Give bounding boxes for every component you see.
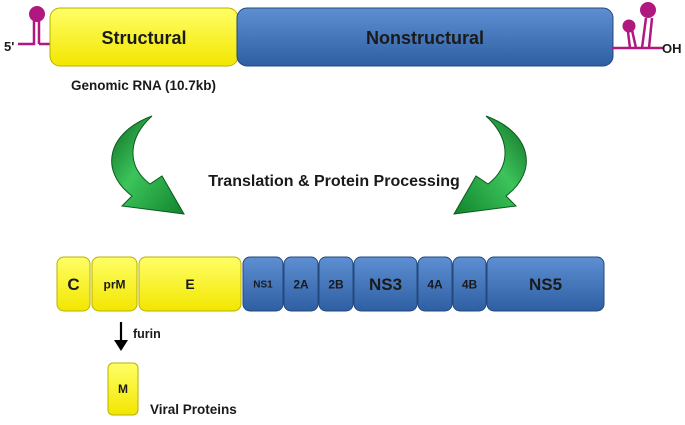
left-curved-arrow: [111, 115, 185, 215]
nonstructural-label: Nonstructural: [366, 28, 484, 48]
protein-4a-box: [417, 256, 453, 312]
protein-ns3-label: NS3: [369, 275, 402, 294]
protein-4a-label: 4A: [427, 277, 443, 291]
m-protein-box: [107, 362, 139, 416]
protein-2a-box: [283, 256, 319, 312]
three-prime-stem-loops: [612, 17, 664, 50]
protein-2b-label: 2B: [328, 277, 344, 291]
protein-e-box: [138, 256, 242, 312]
five-prime-stem-loop: [18, 20, 52, 46]
protein-c-label: C: [67, 275, 79, 294]
protein-prm-label: prM: [104, 277, 126, 291]
protein-ns1-box: [242, 256, 284, 312]
three-prime-loop-head-small: [622, 19, 636, 33]
protein-ns5-label: NS5: [529, 275, 562, 294]
m-protein-label: M: [118, 382, 128, 396]
protein-ns1-label: NS1: [253, 280, 273, 291]
protein-4b-label: 4B: [462, 277, 478, 291]
five-prime-loop-head: [29, 6, 45, 22]
viral-proteins-label: Viral Proteins: [150, 402, 237, 417]
protein-2a-label: 2A: [293, 277, 309, 291]
furin-label: furin: [133, 327, 161, 341]
nonstructural-region: [236, 7, 614, 67]
process-label: Translation & Protein Processing: [208, 173, 460, 190]
furin-arrow: [114, 322, 128, 351]
five-prime-label: 5': [4, 39, 14, 54]
protein-prm-box: [91, 256, 138, 312]
structural-label: Structural: [101, 28, 186, 48]
protein-ns3-box: [353, 256, 418, 312]
protein-4b-box: [452, 256, 487, 312]
right-curved-arrow: [453, 115, 527, 215]
genome-caption: Genomic RNA (10.7kb): [71, 78, 216, 93]
three-prime-loop-head-large: [640, 2, 656, 18]
protein-ns5-box: [486, 256, 605, 312]
protein-c-box: [56, 256, 91, 312]
protein-2b-box: [318, 256, 354, 312]
protein-e-label: E: [185, 276, 194, 292]
three-prime-label: OH: [662, 41, 682, 56]
